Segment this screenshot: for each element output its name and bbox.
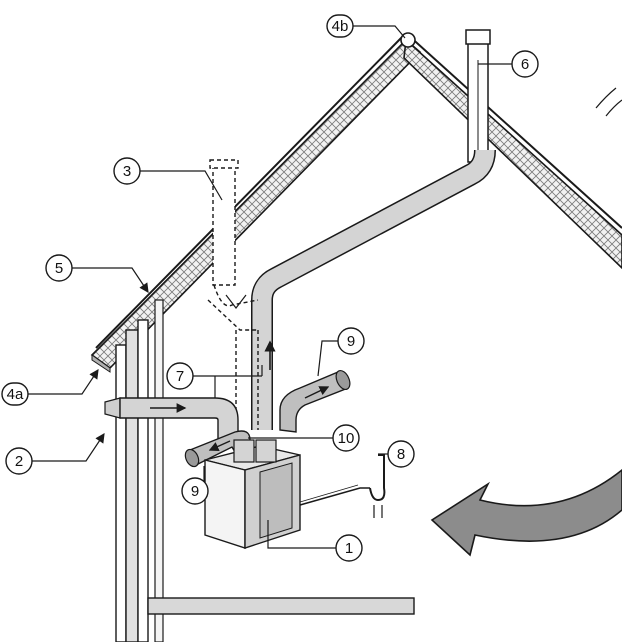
roof-terminal-exhaust — [465, 29, 491, 163]
callout-6: 6 — [511, 50, 539, 78]
airflow-curved-arrow — [430, 468, 622, 557]
callout-label-4b: 4b — [332, 18, 349, 35]
callout-label-2: 2 — [15, 453, 23, 470]
callout-label-3: 3 — [123, 163, 131, 180]
callout-label-5: 5 — [55, 260, 63, 277]
left-wall — [115, 299, 164, 642]
callout-label-1: 1 — [345, 540, 353, 557]
callout-label-10: 10 — [338, 430, 355, 447]
duct-9-right — [279, 369, 351, 433]
callout-4a: 4a — [1, 382, 29, 406]
callout-label-9-left: 9 — [191, 483, 199, 500]
callout-1: 1 — [335, 534, 363, 562]
callout-label-4a: 4a — [7, 386, 24, 403]
callout-2: 2 — [5, 447, 33, 475]
roof-right-slope — [403, 38, 622, 270]
roof-eave — [91, 354, 111, 373]
callout-4b: 4b — [326, 14, 354, 38]
callout-7: 7 — [166, 362, 194, 390]
callout-label-9-right: 9 — [347, 333, 355, 350]
callout-label-6: 6 — [521, 56, 529, 73]
callout-5: 5 — [45, 254, 73, 282]
callout-9-right: 9 — [337, 327, 365, 355]
callout-label-8: 8 — [397, 446, 405, 463]
callout-10: 10 — [332, 424, 360, 452]
leader-lines — [28, 25, 512, 549]
condensate-drain — [299, 454, 386, 518]
ventilation-unit — [204, 439, 301, 549]
callout-3: 3 — [113, 157, 141, 185]
callout-label-7: 7 — [176, 368, 184, 385]
callout-8: 8 — [387, 440, 415, 468]
wind-lines — [595, 87, 622, 117]
roof — [90, 32, 622, 373]
floor — [147, 597, 415, 615]
callout-9-left: 9 — [181, 477, 209, 505]
